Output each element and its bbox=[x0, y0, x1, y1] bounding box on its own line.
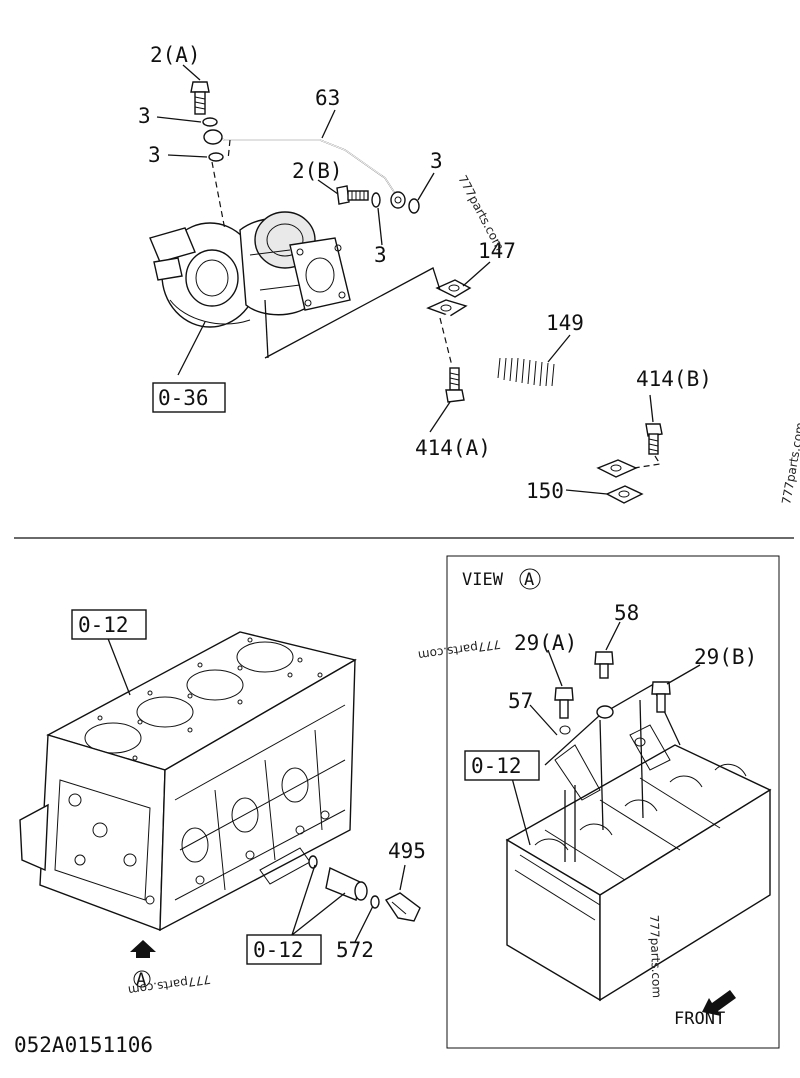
gasket-147 bbox=[435, 279, 472, 298]
callout-149: 149 bbox=[546, 311, 584, 335]
gasket-150 bbox=[605, 485, 644, 504]
view-a-frame bbox=[446, 555, 780, 1049]
oil-jet-pipe-57 bbox=[544, 684, 681, 862]
callout-572: 572 bbox=[336, 938, 374, 962]
front-label: FRONT bbox=[674, 1009, 725, 1029]
view-a-block-drawing bbox=[505, 744, 772, 1002]
watermark: 777parts.com bbox=[779, 421, 800, 505]
callout-3-top: 3 bbox=[138, 104, 151, 128]
diagram-code: 052A0151106 bbox=[14, 1033, 153, 1057]
callout-63: 63 bbox=[315, 86, 340, 110]
ref-box-0-12-block bbox=[71, 609, 147, 640]
callout-150: 150 bbox=[526, 479, 564, 503]
view-title: VIEW bbox=[462, 570, 504, 590]
ref-box-0-12-view bbox=[464, 750, 540, 781]
watermark: 777parts.com bbox=[647, 915, 664, 999]
callout-58: 58 bbox=[614, 601, 639, 625]
turbocharger-section: 2(A) 63 3 3 2(B) 3 3 147 149 0-36 414(B)… bbox=[138, 43, 800, 506]
ref-label-0-36: 0-36 bbox=[158, 386, 209, 410]
cylinder-block-drawing bbox=[19, 631, 357, 932]
callout-2b: 2(B) bbox=[292, 159, 343, 183]
callout-147: 147 bbox=[478, 239, 516, 263]
oil-pressure-adapter bbox=[308, 855, 368, 901]
callout-2a: 2(A) bbox=[150, 43, 201, 67]
callout-414a: 414(A) bbox=[415, 436, 491, 460]
view-title-marker: A bbox=[524, 570, 534, 590]
view-a-panel: VIEW A bbox=[446, 555, 780, 1049]
ref-label-0-12-view: 0-12 bbox=[471, 754, 522, 778]
view-title-circle-icon bbox=[519, 568, 541, 590]
washer-3-mid bbox=[371, 192, 381, 208]
bolt-2b bbox=[336, 185, 369, 205]
washer-3-right bbox=[408, 198, 420, 214]
washer-3-top bbox=[202, 117, 218, 127]
washer-3-lower bbox=[208, 152, 224, 162]
callout-29b: 29(B) bbox=[694, 645, 757, 669]
ref-box-0-36 bbox=[152, 382, 226, 413]
ref-label-0-12-block: 0-12 bbox=[78, 613, 129, 637]
callout-29a: 29(A) bbox=[514, 631, 577, 655]
callout-3-lower: 3 bbox=[148, 143, 161, 167]
callout-495: 495 bbox=[388, 839, 426, 863]
view-arrow-icon bbox=[130, 940, 156, 958]
view-a-circle-icon bbox=[133, 970, 151, 988]
callout-3-mid: 3 bbox=[374, 243, 387, 267]
view-a-marker: A bbox=[136, 970, 146, 990]
front-arrow-icon bbox=[702, 990, 736, 1016]
cylinder-block-section: 0-12 495 0-12 572 A 777parts.com 777part… bbox=[19, 609, 502, 997]
callout-414b: 414(B) bbox=[636, 367, 712, 391]
turbocharger-drawing bbox=[149, 211, 351, 328]
ref-box-0-12-adapter bbox=[246, 934, 322, 965]
bolt-414a bbox=[445, 367, 465, 403]
washer-572 bbox=[370, 895, 380, 909]
bolt-2a bbox=[190, 81, 210, 115]
oil-pressure-switch-495 bbox=[384, 892, 421, 922]
ref-label-0-12-adapter: 0-12 bbox=[253, 938, 304, 962]
bolt-29b bbox=[651, 681, 671, 713]
oil-feed-pipe-63 bbox=[203, 129, 406, 209]
callout-57: 57 bbox=[508, 689, 533, 713]
bolt-58 bbox=[594, 651, 614, 679]
bolt-29a bbox=[554, 687, 574, 719]
callout-3-right: 3 bbox=[430, 149, 443, 173]
bolt-414b bbox=[645, 423, 663, 455]
watermark: 777parts.com bbox=[417, 637, 501, 662]
